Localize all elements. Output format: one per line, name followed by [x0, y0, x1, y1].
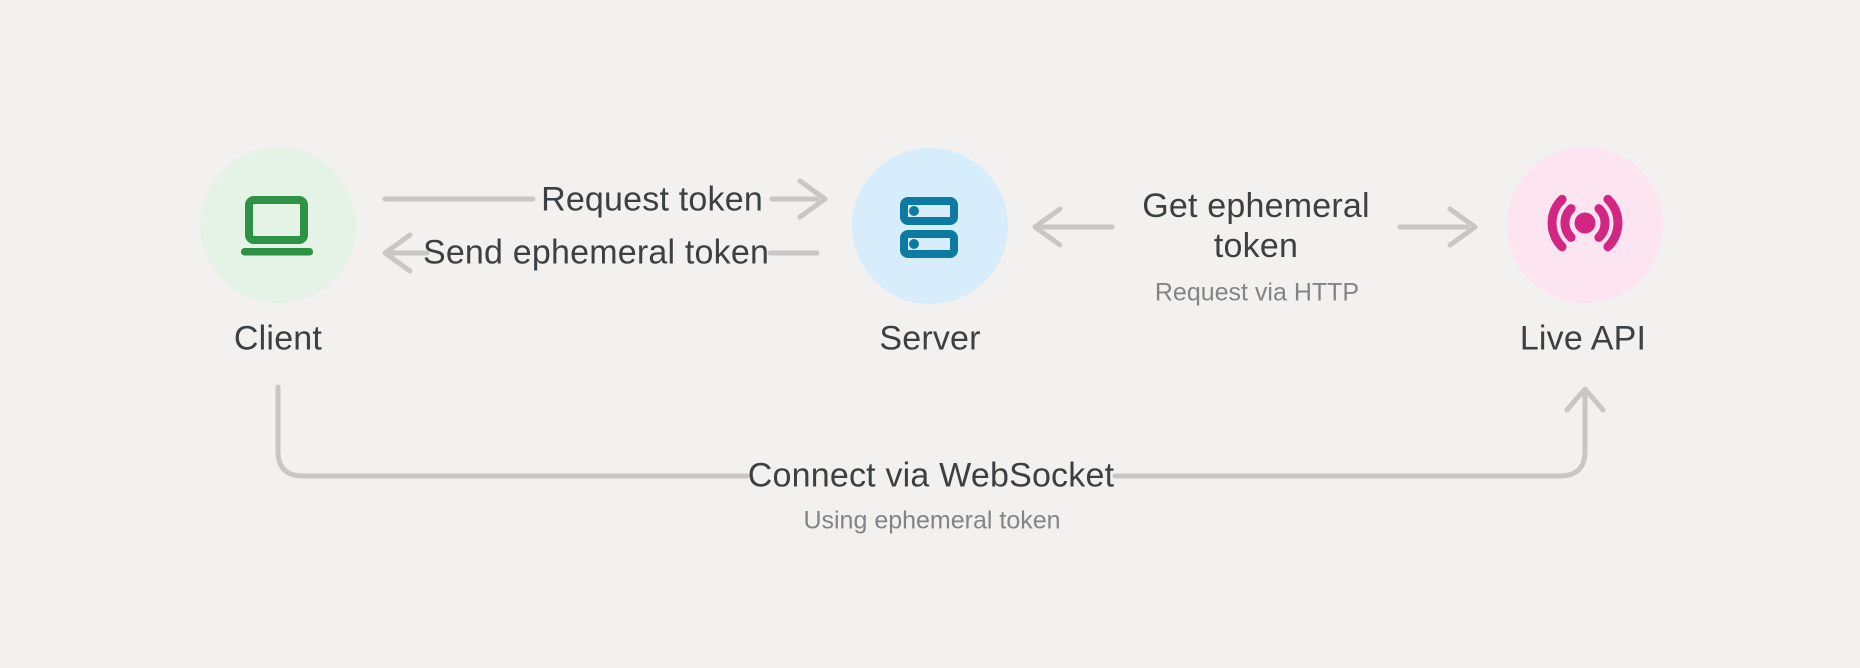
laptop-icon: [241, 196, 313, 256]
request-token-label: Request token: [541, 180, 763, 219]
request-via-http-sublabel: Request via HTTP: [1154, 278, 1360, 307]
broadcast-icon: [1547, 194, 1623, 252]
using-ephemeral-token-sublabel: Using ephemeral token: [803, 506, 1061, 535]
send-ephemeral-token-label: Send ephemeral token: [422, 233, 770, 272]
server-node-label: Server: [879, 319, 981, 358]
server-icon: [900, 197, 958, 258]
get-ephemeral-token-label: Get ephemeral token: [1142, 187, 1370, 265]
server-node: [852, 148, 1008, 304]
live-api-node: [1507, 147, 1663, 303]
client-node-label: Client: [233, 319, 323, 358]
connect-via-websocket-label: Connect via WebSocket: [747, 456, 1115, 495]
client-node: [200, 147, 356, 303]
live-api-node-label: Live API: [1519, 319, 1647, 358]
